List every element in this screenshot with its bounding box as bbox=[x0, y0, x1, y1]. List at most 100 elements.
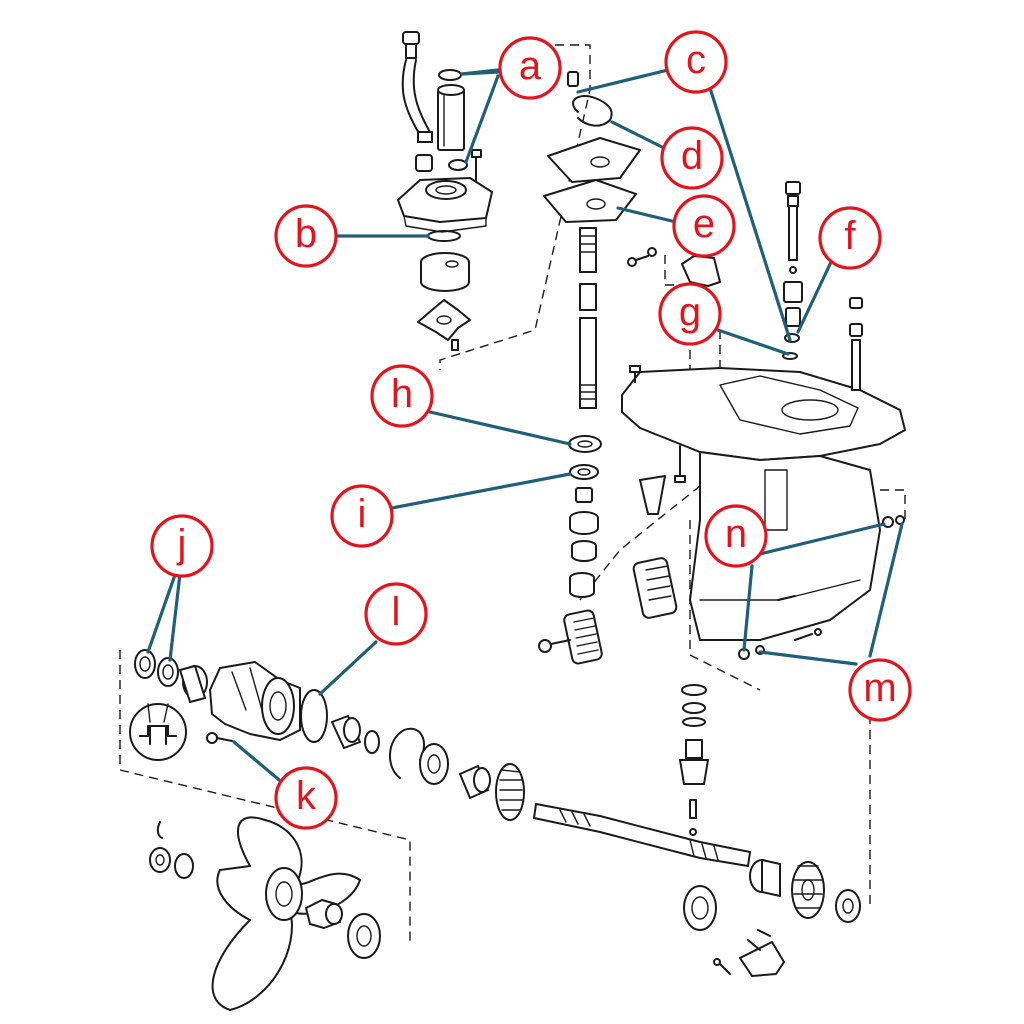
impeller bbox=[417, 299, 471, 341]
leader-m-1 bbox=[758, 650, 858, 666]
callout-b: b bbox=[274, 204, 338, 268]
svg-text:k: k bbox=[296, 774, 317, 818]
svg-text:f: f bbox=[844, 214, 856, 258]
leader-n-2 bbox=[742, 564, 754, 652]
seal-orientation-inset bbox=[129, 703, 187, 761]
housing-stud bbox=[849, 297, 863, 391]
prop-thrust-hub bbox=[347, 913, 381, 959]
intake-screen-lower bbox=[563, 609, 603, 665]
shift-seal-f bbox=[784, 333, 800, 343]
svg-text:d: d bbox=[681, 134, 703, 178]
pump-plates-and-gaskets bbox=[543, 71, 641, 223]
screen-screw bbox=[538, 639, 571, 653]
callout-j: j bbox=[150, 514, 214, 578]
mount-bracket bbox=[627, 247, 721, 287]
o-ring-b bbox=[427, 230, 461, 242]
leader-c-1 bbox=[576, 68, 670, 94]
pinion-thrust-bearing bbox=[682, 702, 706, 714]
leader-a-1 bbox=[460, 70, 500, 76]
snap-ring bbox=[388, 727, 425, 779]
impeller-key bbox=[451, 339, 459, 351]
callout-n: n bbox=[704, 504, 768, 568]
seal-i bbox=[569, 464, 599, 480]
callout-h: h bbox=[370, 364, 434, 428]
seal-h bbox=[568, 435, 602, 453]
dowel-pin bbox=[567, 71, 579, 87]
water-tube-grommet bbox=[402, 31, 420, 59]
o-ring-upper bbox=[438, 69, 462, 81]
callout-e: e bbox=[672, 194, 736, 258]
svg-text:m: m bbox=[863, 666, 896, 710]
callout-c: c bbox=[664, 30, 728, 94]
callouts: a b c d e f g h bbox=[150, 30, 912, 830]
svg-text:b: b bbox=[295, 212, 317, 256]
leader-e bbox=[616, 206, 678, 224]
bearing-2 bbox=[571, 540, 597, 562]
needle-bearing bbox=[331, 715, 361, 749]
intake-screen-upper bbox=[632, 557, 678, 619]
callout-d: d bbox=[660, 126, 724, 190]
carrier-screw bbox=[206, 732, 233, 744]
prop-washer bbox=[174, 853, 194, 879]
leader-d bbox=[610, 120, 666, 150]
gear-housing bbox=[621, 367, 906, 660]
propeller-shaft bbox=[533, 803, 751, 867]
bearing-carrier-bushing bbox=[179, 665, 208, 703]
prop-spacer bbox=[305, 899, 343, 929]
rear-bearing bbox=[835, 889, 861, 923]
leader-f bbox=[796, 258, 834, 334]
callout-a: a bbox=[498, 36, 562, 100]
svg-text:e: e bbox=[693, 202, 715, 246]
prop-nut bbox=[149, 847, 171, 873]
leader-i bbox=[390, 472, 572, 510]
carrier-o-ring-l bbox=[300, 689, 328, 743]
seal-j2 bbox=[157, 657, 179, 687]
water-tube bbox=[401, 59, 431, 136]
svg-text:n: n bbox=[725, 512, 747, 556]
driveshaft-bearings bbox=[568, 435, 602, 598]
leader-l bbox=[318, 640, 378, 696]
svg-text:h: h bbox=[391, 372, 413, 416]
leader-m-2 bbox=[868, 522, 904, 658]
pinion-thrust-washer bbox=[681, 684, 707, 696]
housing-bolt bbox=[674, 445, 686, 483]
bearing-carrier-assembly bbox=[129, 649, 525, 821]
svg-text:g: g bbox=[679, 290, 701, 334]
tube-connector bbox=[415, 131, 433, 172]
impeller-cup bbox=[420, 252, 470, 292]
leader-k bbox=[232, 740, 286, 786]
shift-rod-cap bbox=[785, 181, 801, 207]
trim-tab bbox=[639, 475, 666, 515]
propeller-assembly bbox=[149, 816, 381, 1011]
svg-text:l: l bbox=[392, 590, 401, 634]
reverse-gear-assembly bbox=[683, 859, 861, 977]
gasket-plate-upper bbox=[547, 137, 641, 183]
svg-text:c: c bbox=[686, 38, 706, 82]
svg-text:j: j bbox=[177, 522, 187, 566]
cotter-pin bbox=[156, 821, 163, 839]
svg-text:a: a bbox=[519, 44, 542, 88]
pump-tube bbox=[437, 84, 465, 151]
shift-fork bbox=[713, 929, 785, 977]
leader-j-1 bbox=[146, 570, 178, 654]
shift-ring bbox=[683, 885, 717, 931]
retaining-clip bbox=[572, 94, 613, 127]
leader-g bbox=[716, 328, 790, 356]
water-intake-screens bbox=[538, 557, 678, 665]
callout-i: i bbox=[330, 484, 394, 548]
thrust-washer-small bbox=[364, 730, 380, 754]
bearing-1 bbox=[569, 511, 599, 535]
svg-text:i: i bbox=[358, 492, 367, 536]
thrust-washer bbox=[419, 743, 449, 785]
callout-k: k bbox=[274, 766, 338, 830]
driveshaft bbox=[579, 227, 597, 409]
shift-rod bbox=[788, 205, 798, 261]
forward-gear bbox=[495, 763, 525, 821]
leader-h bbox=[428, 410, 572, 446]
bearing-3 bbox=[569, 572, 595, 598]
o-ring-lower bbox=[448, 159, 468, 171]
clutch-dog bbox=[749, 859, 781, 897]
callout-l: l bbox=[364, 582, 428, 646]
forward-bushing bbox=[459, 765, 491, 799]
